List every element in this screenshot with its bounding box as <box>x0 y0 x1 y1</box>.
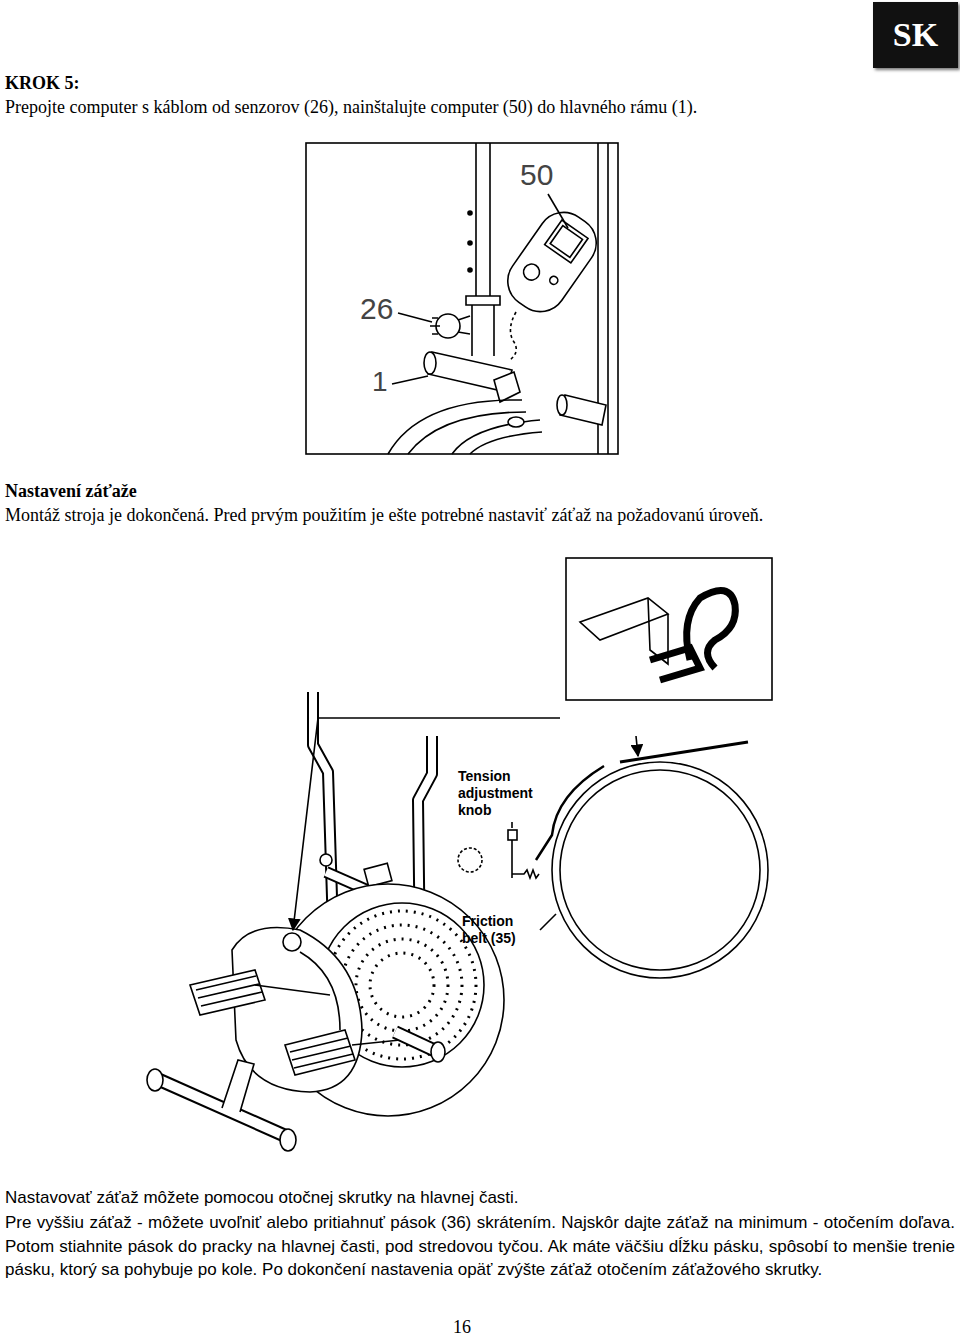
callout-number: 1 <box>372 366 402 398</box>
instruction-text: Pre vyššiu záťaž - môžete uvoľniť alebo … <box>5 1211 955 1282</box>
label-slot: Friction belt (35) <box>462 913 538 947</box>
section-heading: Nastavení záťaže <box>5 480 405 502</box>
sensor-connector <box>430 314 470 338</box>
part-label: Tension adjustment knob <box>458 768 542 819</box>
instruction-text: Prepojte computer s káblom od senzorov (… <box>5 96 950 118</box>
frame-curve <box>408 412 526 454</box>
knob-symbol <box>508 830 517 840</box>
label-slot: Montáž stroja je dokončená. Pred prvým p… <box>5 504 950 526</box>
pedal-arm <box>255 985 400 1045</box>
lower-post <box>472 305 494 356</box>
pedal-grip <box>196 976 262 1006</box>
callout-number: 26 <box>360 292 410 326</box>
frame-joint <box>508 417 524 427</box>
main-post <box>476 143 490 296</box>
computer-button <box>548 275 559 286</box>
leader-line <box>293 718 560 930</box>
buckle-plate <box>580 598 668 640</box>
arrow <box>636 736 638 756</box>
tube-cap <box>424 352 436 374</box>
pedal <box>190 970 265 1015</box>
handle-knob <box>320 854 332 866</box>
computer-unit <box>498 202 607 322</box>
pedal <box>285 1030 355 1075</box>
post-collar <box>466 296 500 305</box>
perforation <box>370 953 434 1017</box>
badge-text: SK <box>893 16 938 54</box>
computer-button <box>520 261 542 283</box>
post-hole <box>468 241 472 245</box>
frame-curve <box>470 432 542 454</box>
belt-end <box>650 648 700 680</box>
instruction-text: Montáž stroja je dokončená. Pred prvým p… <box>5 504 950 526</box>
rear-stabilizer <box>222 1060 254 1112</box>
label-slot: Nastavovať záťaž môžete pomocou otočnej … <box>5 1187 955 1209</box>
label-slot: 16 <box>440 1316 484 1337</box>
leader-line <box>392 376 428 384</box>
label-slot: Tension adjustment knob <box>458 768 542 819</box>
elliptical-trainer-figure <box>147 558 772 1151</box>
label-slot: 50 <box>520 158 580 192</box>
figure-frame <box>306 143 618 454</box>
sensor-connector <box>458 316 470 334</box>
part-label: Friction belt (35) <box>462 913 538 947</box>
leader-line <box>548 194 568 228</box>
title-slot: KROK 5: <box>5 72 405 94</box>
leader-line <box>511 822 513 828</box>
leader-line <box>540 914 556 930</box>
language-badge: SK <box>873 2 958 68</box>
callout-number: 50 <box>520 158 580 192</box>
perforation <box>356 939 448 1031</box>
label-slot: Pre vyššiu záťaž - môžete uvoľniť alebo … <box>5 1211 955 1282</box>
label-slot: Prepojte computer s káblom od senzorov (… <box>5 96 950 118</box>
front-stabilizer <box>395 1032 445 1062</box>
label-slot: Nastavení záťaže <box>5 480 405 502</box>
rear-stabilizer <box>147 1060 296 1151</box>
rear-stabilizer <box>147 1069 163 1091</box>
flywheel-inner <box>560 770 760 970</box>
frame-curve <box>388 400 522 454</box>
computer-install-figure <box>306 143 618 454</box>
rear-stabilizer <box>280 1129 296 1151</box>
computer-screen-inner <box>550 226 582 258</box>
leader-line <box>398 313 432 322</box>
friction-belt <box>536 766 604 860</box>
bracket <box>494 372 520 402</box>
tube-cap <box>557 395 567 415</box>
computer-housing <box>498 202 607 322</box>
label-slot: 26 <box>360 292 410 326</box>
flywheel-ring <box>552 762 768 978</box>
post-hole <box>468 268 472 272</box>
front-stabilizer <box>431 1042 445 1062</box>
sensor-wire <box>510 312 516 360</box>
pedal-grip <box>290 1038 353 1068</box>
instruction-text: Nastavovať záťaž môžete pomocou otočnej … <box>5 1187 955 1209</box>
label-slot: 1 <box>372 366 402 398</box>
tension-knob <box>283 933 301 951</box>
inset-frame <box>566 558 772 700</box>
knob-outline <box>458 848 482 872</box>
post-hole <box>468 211 472 215</box>
sensor-connector <box>430 318 440 334</box>
frame-curve <box>452 420 540 454</box>
page-number: 16 <box>440 1316 484 1337</box>
step-heading: KROK 5: <box>5 72 405 94</box>
spring-symbol <box>512 840 539 878</box>
tension-lever <box>620 742 748 762</box>
